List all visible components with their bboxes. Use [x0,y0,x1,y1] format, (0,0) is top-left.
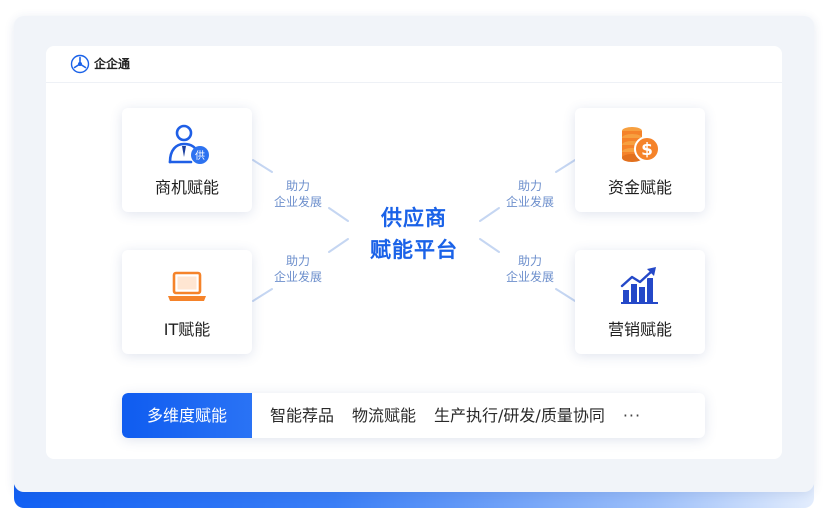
edge-label-bottom-right: 助力 企业发展 [490,253,570,285]
connector-line-bottom-left-b [328,238,349,253]
coins-dollar-icon: $ [622,127,660,162]
more-icon: ··· [622,406,642,425]
qiqitong-logo-icon [70,54,90,74]
node-business-empowerment: 供 商机赋能 [122,108,252,212]
center-title-line1: 供应商 [381,206,447,230]
node-marketing-empowerment: 营销赋能 [575,250,705,354]
tag-logistics: 物流赋能 [352,406,417,425]
connector-line-bottom-right-b [479,238,500,253]
center-title-line2: 赋能平台 [370,238,458,262]
supplier-badge-text: 供 [195,149,205,162]
edge-label-bottom-left: 助力 企业发展 [258,253,338,285]
app-name: 企企通 [94,57,131,71]
tag-production-rd-quality: 生产执行/研发/质量协同 [434,406,605,425]
connector-line-bottom-right-a [555,288,576,302]
connector-line-top-left-a [252,159,273,173]
node-label: IT赋能 [163,320,211,339]
tags-bar: 多维度赋能 智能荐品 物流赋能 生产执行/研发/质量协同 ··· [122,393,705,438]
connector-line-top-left-b [328,207,349,222]
growth-chart-icon [619,267,658,304]
supplier-person-icon: 供 [168,124,209,164]
connector-line-top-right-b [479,207,500,222]
connector-line-bottom-left-a [252,288,273,302]
card-header: 企企通 [46,46,782,83]
tag-smart-recommend: 智能荐品 [270,406,335,425]
edge-label-line1: 助力 [285,179,310,193]
edge-label-line1: 助力 [517,179,542,193]
svg-text:$: $ [641,140,653,160]
node-label: 商机赋能 [154,178,219,197]
laptop-icon [168,271,206,301]
node-it-empowerment: IT赋能 [122,250,252,354]
node-finance-empowerment: $ 资金赋能 [575,108,705,212]
center-title: 供应商 赋能平台 [346,202,482,266]
tag-multi-dimension: 多维度赋能 [122,393,252,438]
edge-label-line2: 企业发展 [505,195,554,209]
node-label: 资金赋能 [607,178,672,197]
connector-line-top-right-a [555,159,576,173]
edge-label-line1: 助力 [285,254,310,268]
edge-label-line2: 企业发展 [505,270,554,284]
edge-label-line2: 企业发展 [273,270,322,284]
edge-label-top-left: 助力 企业发展 [258,178,338,210]
node-label: 营销赋能 [607,320,672,339]
edge-label-line1: 助力 [517,254,542,268]
edge-label-line2: 企业发展 [273,195,322,209]
edge-label-top-right: 助力 企业发展 [490,178,570,210]
